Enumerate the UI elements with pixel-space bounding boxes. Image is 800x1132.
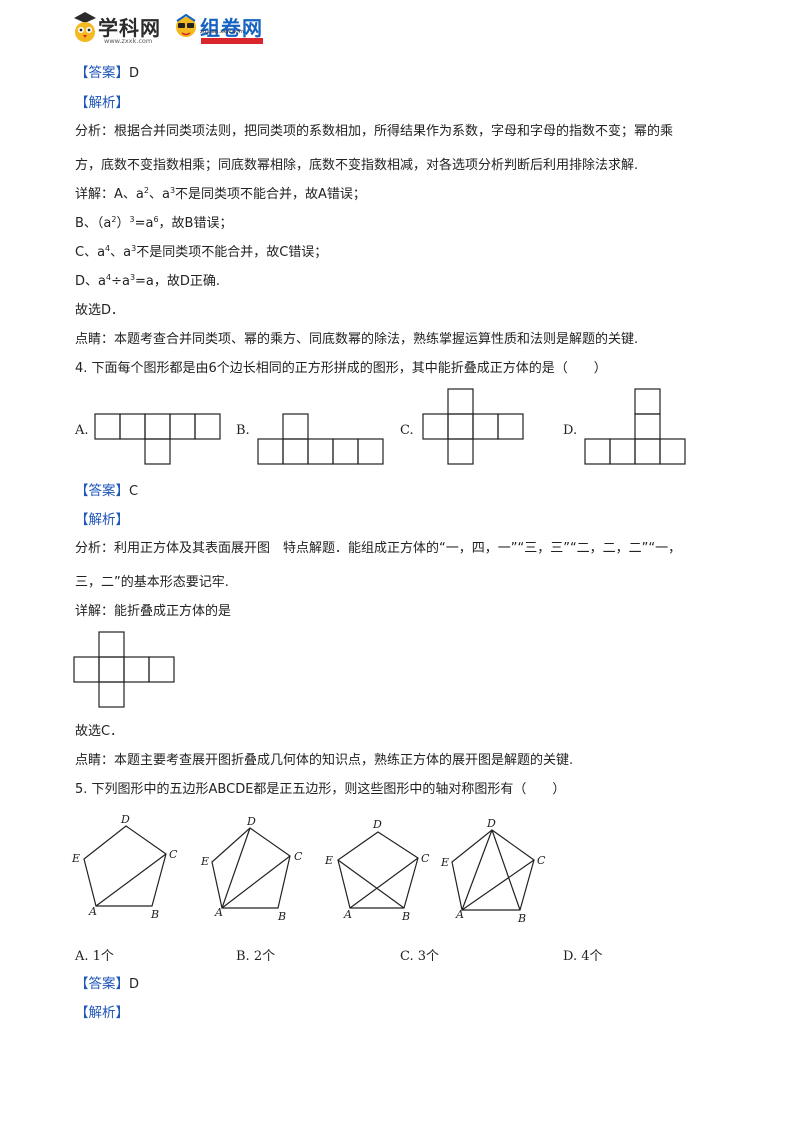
- q4-stem: 4. 下面每个图形都是由6个边长相同的正方形拼成的图形，其中能折叠成正方体的是（…: [75, 361, 607, 376]
- q4-option-b-label: B.: [236, 423, 250, 438]
- vertex-label-c: C: [537, 854, 546, 867]
- vertex-label-a: A: [214, 906, 223, 919]
- q4-choose: 故选C．: [75, 724, 124, 739]
- q4-answer-line: 【答案】C: [75, 482, 138, 501]
- vertex-label-d: D: [120, 813, 130, 826]
- analysis-tag: 【解析】: [75, 512, 129, 528]
- mascot-face-icon: [176, 13, 196, 37]
- text: ÷a: [111, 274, 130, 289]
- analysis-tag: 【解析】: [75, 1005, 129, 1021]
- q4-detail: 详解：能折叠成正方体的是: [75, 604, 232, 619]
- q3-analysis-l1: 分析：根据合并同类项法则，把同类项的系数相加，所得结果作为系数，字母和字母的指数…: [75, 124, 674, 139]
- exponent: 4: [105, 273, 112, 282]
- answer-tag: 【答案】: [75, 976, 129, 992]
- logo2-url: zujuan.xkw.com: [200, 29, 244, 35]
- vertex-label-b: B: [517, 912, 526, 925]
- exponent: 4: [105, 244, 111, 253]
- q5-pentagon-2: D C B A E: [200, 815, 303, 923]
- q5-option-b: B. 2个: [236, 949, 276, 964]
- q4-comment: 点睛：本题主要考查展开图折叠成几何体的知识点，熟练正方体的展开图是解题的关键.: [75, 753, 574, 768]
- q4-net-c: [422, 388, 524, 465]
- exponent: 2: [143, 186, 149, 195]
- q4-option-d-label: D.: [563, 423, 578, 438]
- answer-value: D: [129, 66, 140, 81]
- q4-option-a-label: A.: [75, 423, 89, 438]
- vertex-label-a: A: [343, 908, 352, 921]
- text: B、（a: [75, 216, 112, 231]
- logo2-text: 组卷网: [200, 16, 263, 40]
- q5-analysis-tag: 【解析】: [75, 1004, 129, 1023]
- vertex-label-e: E: [200, 855, 209, 868]
- answer-value: C: [129, 484, 139, 499]
- exponent: 6: [153, 215, 159, 224]
- q5-pentagon-3: D C B A E: [324, 818, 430, 923]
- text: 不是同类项不能合并，故C错误；: [136, 245, 328, 260]
- text: D、a: [75, 274, 106, 289]
- answer-value: D: [129, 977, 140, 992]
- q3-detail-a: 详解：A、a2、a3不是同类项不能合并，故A错误；: [75, 186, 366, 204]
- q4-net-a: [94, 413, 221, 465]
- exponent: 3: [129, 273, 136, 282]
- text: ）: [116, 216, 130, 231]
- vertex-label-c: C: [294, 850, 303, 863]
- vertex-label-b: B: [277, 910, 286, 923]
- vertex-label-d: D: [246, 815, 256, 828]
- q5-pentagon-4: D C B A E: [440, 817, 546, 925]
- q5-option-a: A. 1个: [75, 949, 114, 964]
- q5-option-d: D. 4个: [563, 949, 603, 964]
- exponent: 3: [169, 186, 176, 195]
- text: 详解：A、a: [75, 187, 144, 202]
- q5-stem: 5. 下列图形中的五边形ABCDE都是正五边形，则这些图形中的轴对称图形有（ ）: [75, 782, 566, 797]
- exponent: 3: [129, 215, 135, 224]
- q3-detail-c: C、a4、a3不是同类项不能合并，故C错误；: [75, 244, 327, 262]
- vertex-label-b: B: [401, 910, 410, 923]
- q3-detail-d: D、a4÷a3=a，故D正确.: [75, 273, 220, 291]
- logo2-url-bar: [201, 38, 263, 44]
- q4-option-c-label: C.: [400, 423, 414, 438]
- q4-analysis-l1: 分析：利用正方体及其表面展开图 特点解题．能组成正方体的“一，四，一”“三，三”…: [75, 541, 682, 556]
- logo1-url: www.zxxk.com: [104, 37, 153, 45]
- q3-analysis-l2: 方，底数不变指数相乘；同底数幂相除，底数不变指数相减，对各选项分析判断后利用排除…: [75, 158, 639, 173]
- text: =a，故D正确.: [135, 274, 221, 289]
- q4-analysis-l2: 三，二”的基本形态要记牢.: [75, 575, 229, 590]
- vertex-label-e: E: [440, 856, 449, 869]
- exponent: 2: [111, 215, 117, 224]
- answer-tag: 【答案】: [75, 483, 129, 499]
- exponent: 3: [131, 244, 137, 253]
- vertex-label-c: C: [169, 848, 178, 861]
- q4-answer-net: [73, 631, 175, 708]
- q5-answer-line: 【答案】D: [75, 975, 139, 994]
- logo-zxxk: 学科网 www.zxxk.com: [70, 8, 170, 46]
- q4-net-d: [584, 388, 686, 465]
- text: C、a: [75, 245, 106, 260]
- text: 、a: [148, 187, 170, 202]
- vertex-label-c: C: [421, 852, 430, 865]
- text: 、a: [110, 245, 132, 260]
- text: ，故B错误；: [158, 216, 233, 231]
- vertex-label-a: A: [88, 905, 97, 918]
- q3-detail-b: B、（a2）3=a6，故B错误；: [75, 215, 232, 233]
- q4-analysis-tag: 【解析】: [75, 511, 129, 530]
- vertex-label-e: E: [71, 852, 80, 865]
- vertex-label-a: A: [455, 908, 464, 921]
- q5-pentagon-1: D C B A E: [71, 813, 178, 921]
- answer-tag: 【答案】: [75, 65, 129, 81]
- text: =a: [134, 216, 154, 231]
- vertex-label-e: E: [324, 854, 333, 867]
- vertex-label-b: B: [150, 908, 159, 921]
- vertex-label-d: D: [372, 818, 382, 831]
- q3-analysis-tag: 【解析】: [75, 94, 129, 113]
- logo1-text: 学科网: [98, 16, 161, 40]
- logo-zujuan: 组卷网 zujuan.xkw.com: [174, 8, 274, 46]
- q3-answer-line: 【答案】D: [75, 64, 139, 83]
- q3-comment: 点睛：本题考查合并同类项、幂的乘方、同底数幂的除法，熟练掌握运算性质和法则是解题…: [75, 332, 639, 347]
- owl-mascot-icon: [74, 12, 96, 42]
- q4-net-b: [257, 413, 384, 465]
- q5-option-c: C. 3个: [400, 949, 440, 964]
- text: 不是同类项不能合并，故A错误；: [175, 187, 366, 202]
- q3-choose: 故选D．: [75, 303, 125, 318]
- analysis-tag: 【解析】: [75, 95, 129, 111]
- vertex-label-d: D: [486, 817, 496, 830]
